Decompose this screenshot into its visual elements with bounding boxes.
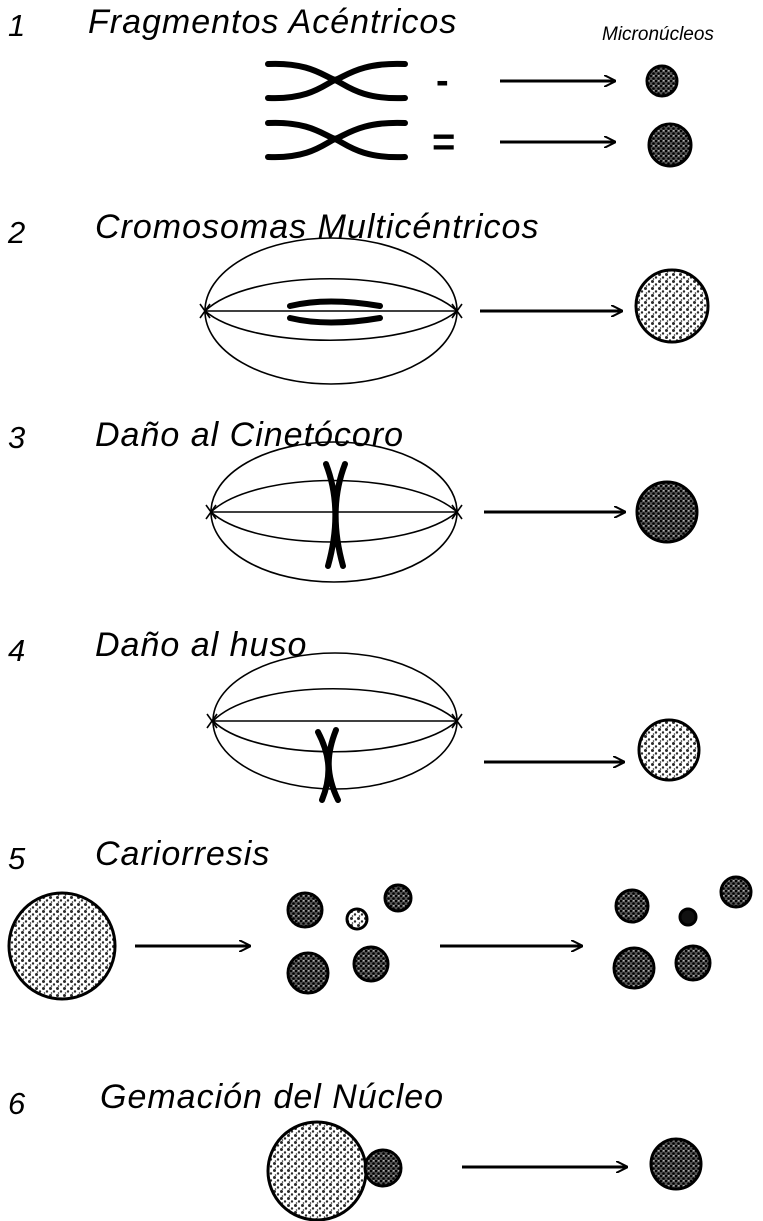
micronucleus-6 — [651, 1139, 701, 1189]
micronuclei-5 — [614, 877, 751, 988]
lagging-chromosome — [318, 730, 338, 800]
acentric-fragment-2 — [268, 123, 405, 157]
micronucleus-2 — [636, 270, 708, 342]
nuclear-bud — [365, 1150, 401, 1186]
damaged-kinetochore-chromosome — [326, 464, 345, 566]
nucleus-6 — [268, 1122, 366, 1220]
micronucleus-3 — [637, 482, 697, 542]
spindle-2 — [200, 238, 462, 384]
dicentric-chromosome — [290, 302, 380, 323]
nucleus-5 — [9, 893, 115, 999]
micronucleus-4 — [639, 720, 699, 780]
micronucleus-1a — [647, 66, 677, 96]
acentric-fragment-1 — [268, 64, 405, 98]
spindle-4 — [207, 653, 462, 789]
fragmenting-nuclei — [288, 885, 411, 993]
micronucleus-1b — [649, 124, 691, 166]
